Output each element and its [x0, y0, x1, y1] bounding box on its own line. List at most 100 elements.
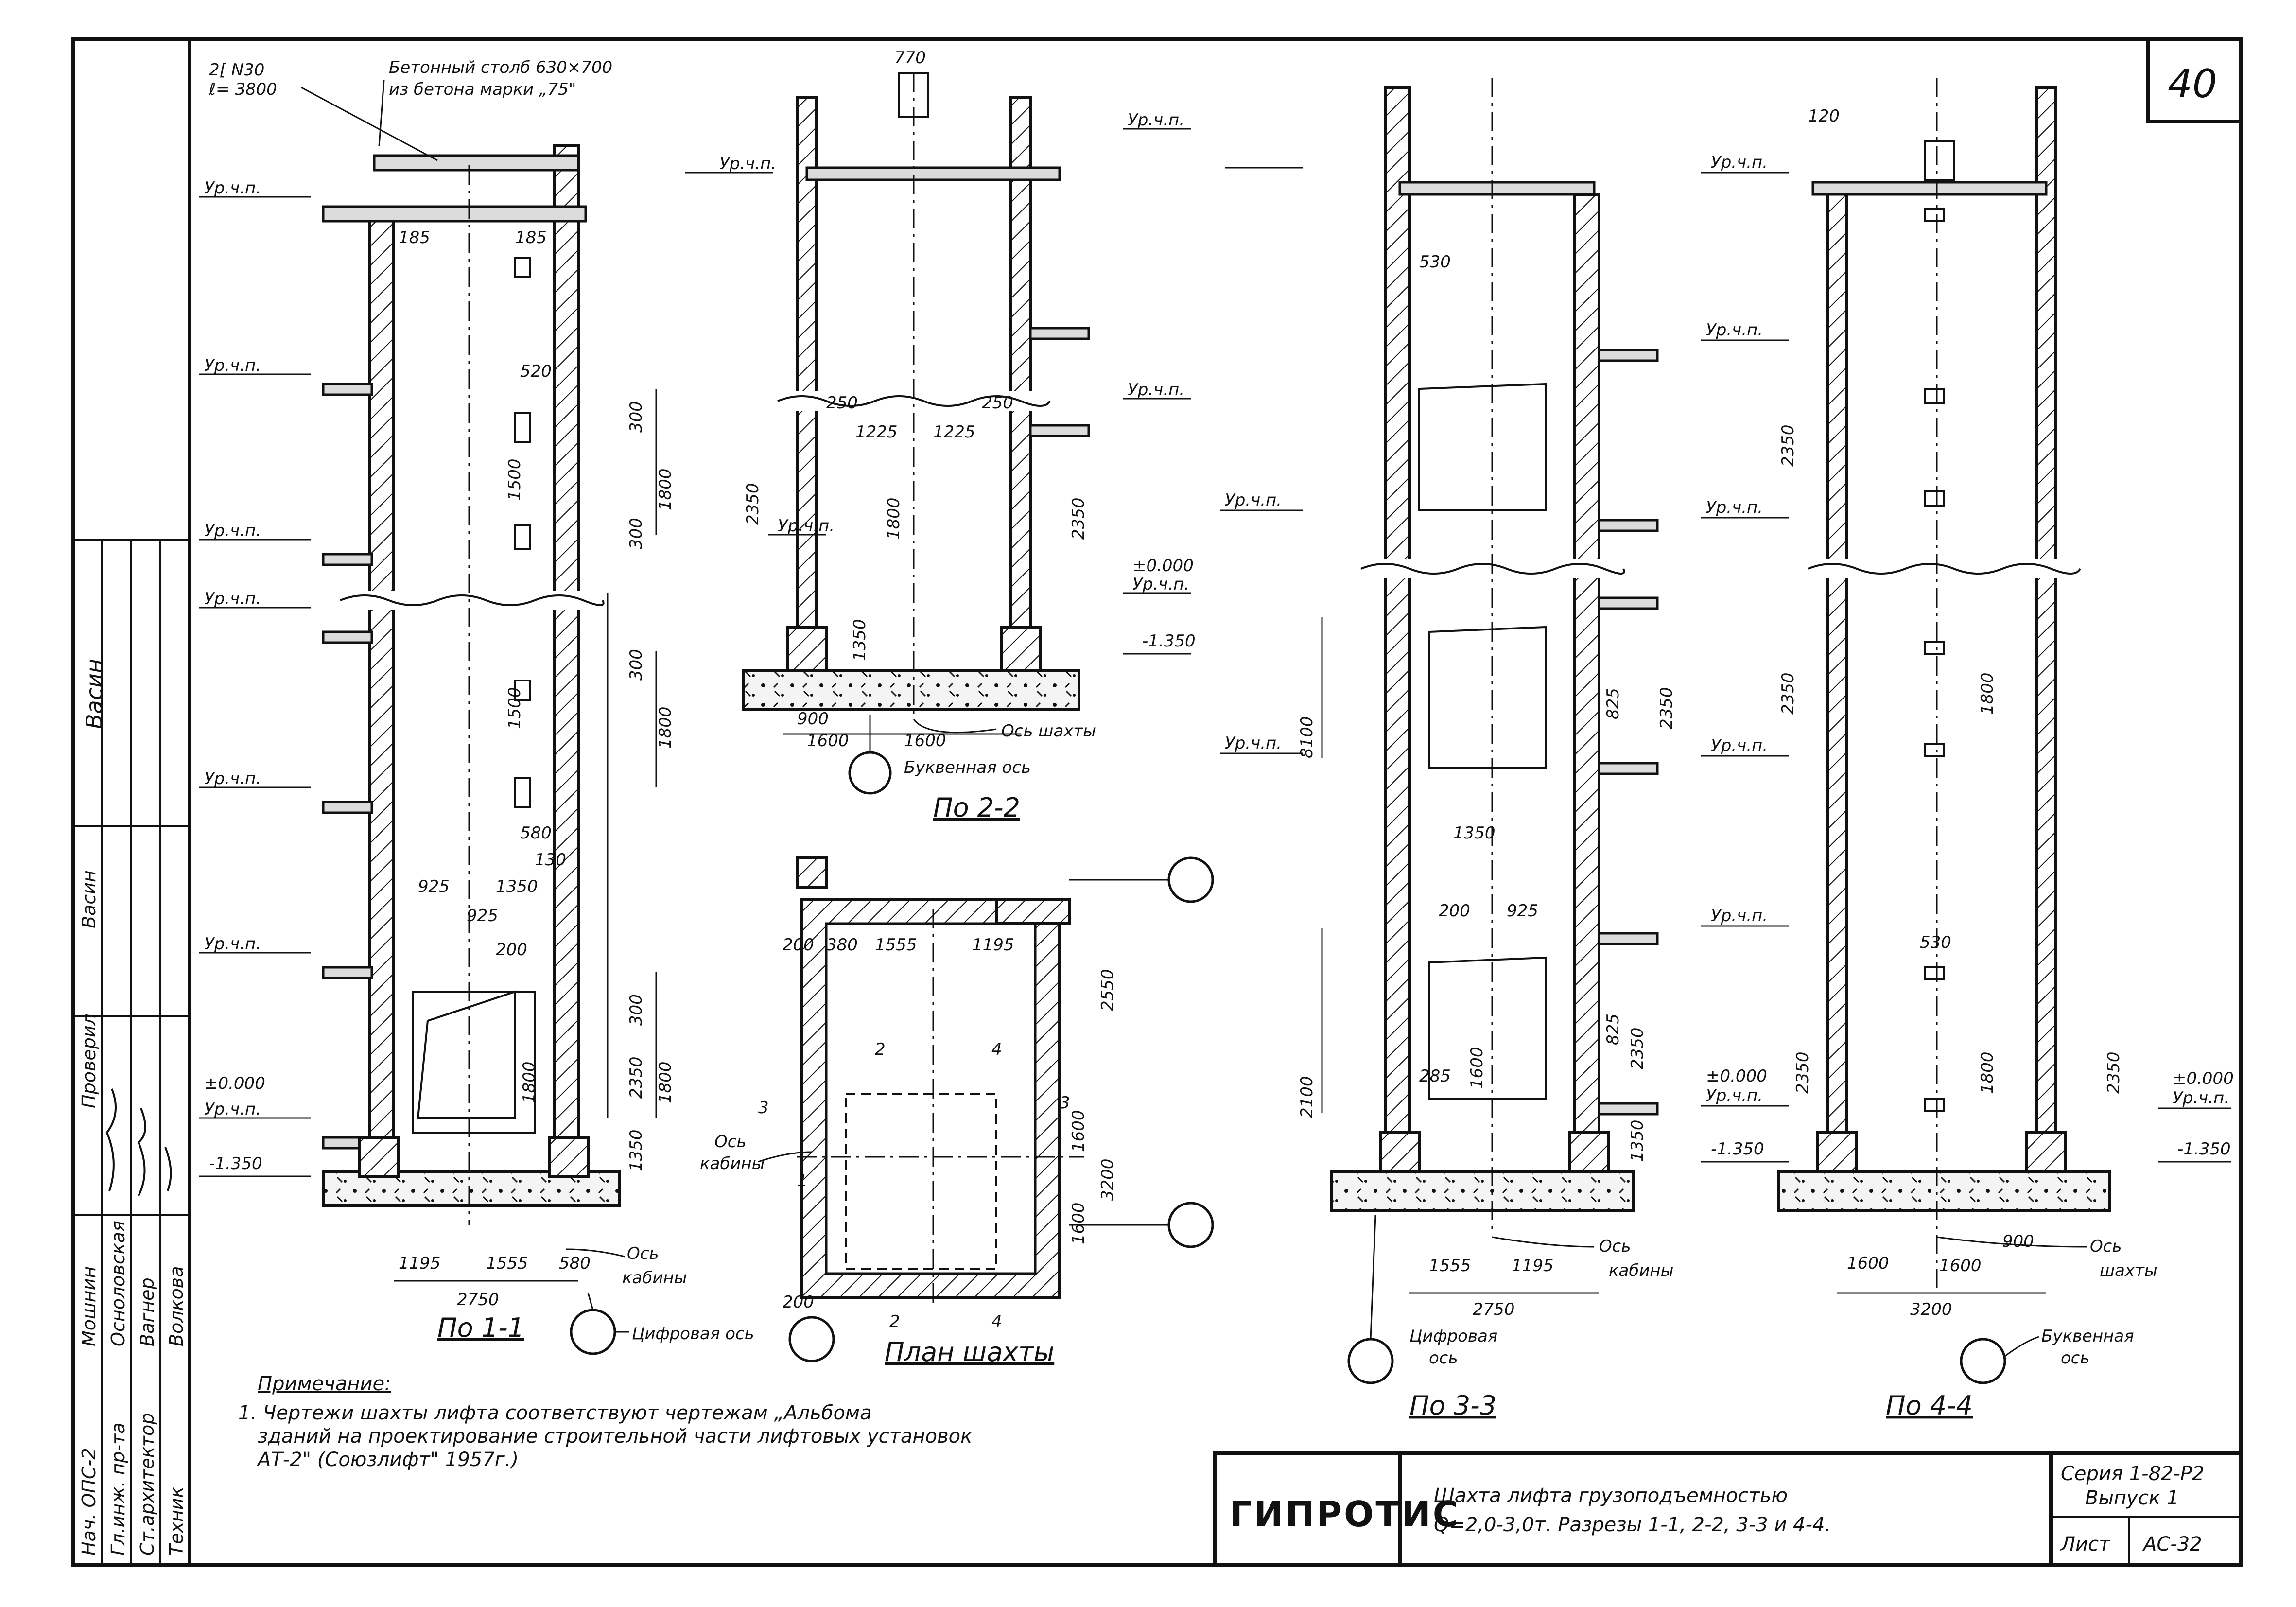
svg-text:825: 825 — [1603, 1013, 1623, 1045]
svg-text:Ур.ч.п.: Ур.ч.п. — [1128, 110, 1184, 130]
svg-text:1800: 1800 — [656, 706, 675, 749]
svg-text:120: 120 — [1808, 106, 1840, 126]
svg-text:925: 925 — [418, 877, 450, 896]
svg-text:300: 300 — [626, 401, 646, 433]
list-label: Лист — [2060, 1533, 2111, 1555]
stamp-check-role: Проверил — [78, 1013, 100, 1108]
svg-text:Ур.ч.п.: Ур.ч.п. — [719, 154, 776, 174]
svg-text:770: 770 — [894, 48, 926, 68]
svg-text:900: 900 — [797, 709, 829, 729]
svg-text:925: 925 — [467, 906, 498, 926]
svg-text:Ур.ч.п.: Ур.ч.п. — [1132, 575, 1189, 594]
svg-text:Ур.ч.п.: Ур.ч.п. — [204, 1100, 261, 1119]
svg-text:1555: 1555 — [486, 1254, 528, 1273]
svg-text:580: 580 — [520, 823, 552, 843]
svg-text:Буквенная: Буквенная — [2041, 1327, 2134, 1346]
svg-text:1350: 1350 — [1453, 823, 1496, 843]
note-line3: АТ-2" (Союзлифт" 1957г.) — [256, 1449, 519, 1471]
svg-text:Ур.ч.п.: Ур.ч.п. — [1706, 320, 1763, 340]
svg-text:1225: 1225 — [933, 422, 975, 442]
svg-text:Цифровая ось: Цифровая ось — [632, 1324, 754, 1344]
svg-text:300: 300 — [626, 994, 646, 1026]
svg-text:1600: 1600 — [1467, 1047, 1487, 1089]
section-2-2: Ур.ч.п. Ур.ч.п. Ур.ч.п. Ур.ч.п. ±0.000 У… — [685, 48, 1196, 823]
svg-text:1195: 1195 — [972, 935, 1014, 955]
svg-text:200: 200 — [1439, 901, 1470, 921]
svg-text:Цифровая: Цифровая — [1409, 1327, 1497, 1346]
svg-text:1800: 1800 — [1978, 1051, 1997, 1094]
issue-label: Выпуск 1 — [2085, 1487, 2179, 1509]
svg-text:-1.350: -1.350 — [1711, 1139, 1764, 1159]
svg-text:200: 200 — [783, 935, 814, 955]
svg-text:2350: 2350 — [1778, 672, 1798, 715]
svg-text:1195: 1195 — [399, 1254, 441, 1273]
svg-text:1350: 1350 — [850, 619, 870, 661]
svg-text:Ур.ч.п.: Ур.ч.п. — [1128, 380, 1184, 400]
sheet-number-box — [2146, 37, 2243, 123]
note-line1: 1. Чертежи шахты лифта соответствуют чер… — [238, 1402, 872, 1424]
svg-text:±0.000: ±0.000 — [2173, 1069, 2234, 1088]
svg-text:1800: 1800 — [884, 497, 904, 540]
svg-text:±0.000: ±0.000 — [1706, 1066, 1767, 1086]
svg-text:1500: 1500 — [505, 687, 524, 729]
note-block: Примечание: 1. Чертежи шахты лифта соотв… — [238, 1373, 972, 1471]
svg-text:Ур.ч.п.: Ур.ч.п. — [1706, 498, 1763, 517]
svg-text:±0.000: ±0.000 — [1132, 556, 1194, 576]
svg-text:2350: 2350 — [1657, 687, 1676, 729]
plan-mark-2b: 2 — [889, 1312, 900, 1331]
svg-text:ось: ось — [2061, 1348, 2090, 1368]
svg-text:130: 130 — [535, 850, 566, 870]
title-line1: Шахта лифта грузоподъемностью — [1434, 1485, 1788, 1507]
svg-text:Ур.ч.п.: Ур.ч.п. — [1711, 906, 1768, 926]
series-label: Серия 1-82-Р2 — [2061, 1463, 2205, 1485]
section-3-3: Ур.ч.п. Ур.ч.п. Ур.ч.п. Ур.ч.п. Ур.ч.п. … — [1220, 78, 1789, 1421]
svg-text:Ось: Ось — [714, 1132, 747, 1152]
svg-text:Ось: Ось — [627, 1244, 659, 1263]
svg-text:±0.000: ±0.000 — [204, 1074, 265, 1093]
svg-text:1350: 1350 — [1628, 1119, 1647, 1162]
svg-text:1800: 1800 — [656, 1061, 675, 1103]
note-heading: Примечание: — [258, 1373, 391, 1395]
stamp-role-3: Техник — [166, 1486, 187, 1555]
svg-text:Ур.ч.п.: Ур.ч.п. — [1225, 490, 1282, 510]
svg-text:кабины: кабины — [700, 1154, 765, 1173]
svg-text:285: 285 — [1419, 1066, 1451, 1086]
svg-text:Бетонный столб 630×700: Бетонный столб 630×700 — [389, 58, 612, 77]
svg-text:185: 185 — [399, 228, 430, 247]
svg-text:1600: 1600 — [1939, 1256, 1982, 1275]
note-line2: зданий на проектирование строительной ча… — [258, 1425, 972, 1448]
svg-text:520: 520 — [520, 362, 552, 381]
svg-text:1350: 1350 — [626, 1129, 646, 1171]
svg-text:Ур.ч.п.: Ур.ч.п. — [204, 769, 261, 788]
list-value: АС-32 — [2142, 1533, 2202, 1555]
plan-mark-1: 1 — [797, 1171, 808, 1190]
stamp-name-3: Волкова — [166, 1266, 187, 1347]
svg-text:2350: 2350 — [626, 1056, 646, 1099]
svg-text:-1.350: -1.350 — [209, 1154, 262, 1173]
svg-text:2750: 2750 — [1473, 1300, 1515, 1319]
svg-text:2550: 2550 — [1098, 969, 1117, 1011]
svg-text:250: 250 — [826, 393, 858, 413]
section-4-4-title: По 4-4 — [1886, 1390, 1973, 1421]
section-1-1-title: По 1-1 — [437, 1312, 524, 1343]
plan-mark-4: 4 — [991, 1040, 1002, 1059]
svg-text:ℓ= 3800: ℓ= 3800 — [209, 80, 277, 99]
svg-text:2350: 2350 — [1778, 424, 1798, 467]
plan-mark-3: 3 — [758, 1098, 769, 1118]
svg-text:Ур.ч.п.: Ур.ч.п. — [204, 934, 261, 954]
svg-text:1800: 1800 — [656, 468, 675, 510]
svg-text:Буквенная ось: Буквенная ось — [904, 758, 1031, 777]
stamp-role-2: Ст.архитектор — [137, 1413, 158, 1555]
svg-text:из бетона марки „75": из бетона марки „75" — [389, 80, 576, 99]
svg-text:2350: 2350 — [1628, 1027, 1647, 1069]
svg-text:185: 185 — [515, 228, 547, 247]
signature-stamp: Нач. ОПС-2 Гл.инж. пр-та Ст.архитектор Т… — [73, 539, 190, 1565]
svg-text:1195: 1195 — [1512, 1256, 1554, 1275]
svg-text:1225: 1225 — [855, 422, 898, 442]
svg-text:2[ N30: 2[ N30 — [209, 60, 264, 80]
section-3-3-title: По 3-3 — [1409, 1390, 1496, 1421]
svg-text:825: 825 — [1603, 688, 1623, 719]
svg-text:Ур.ч.п.: Ур.ч.п. — [1711, 153, 1768, 172]
svg-text:кабины: кабины — [1609, 1261, 1674, 1280]
svg-text:кабины: кабины — [622, 1268, 687, 1288]
